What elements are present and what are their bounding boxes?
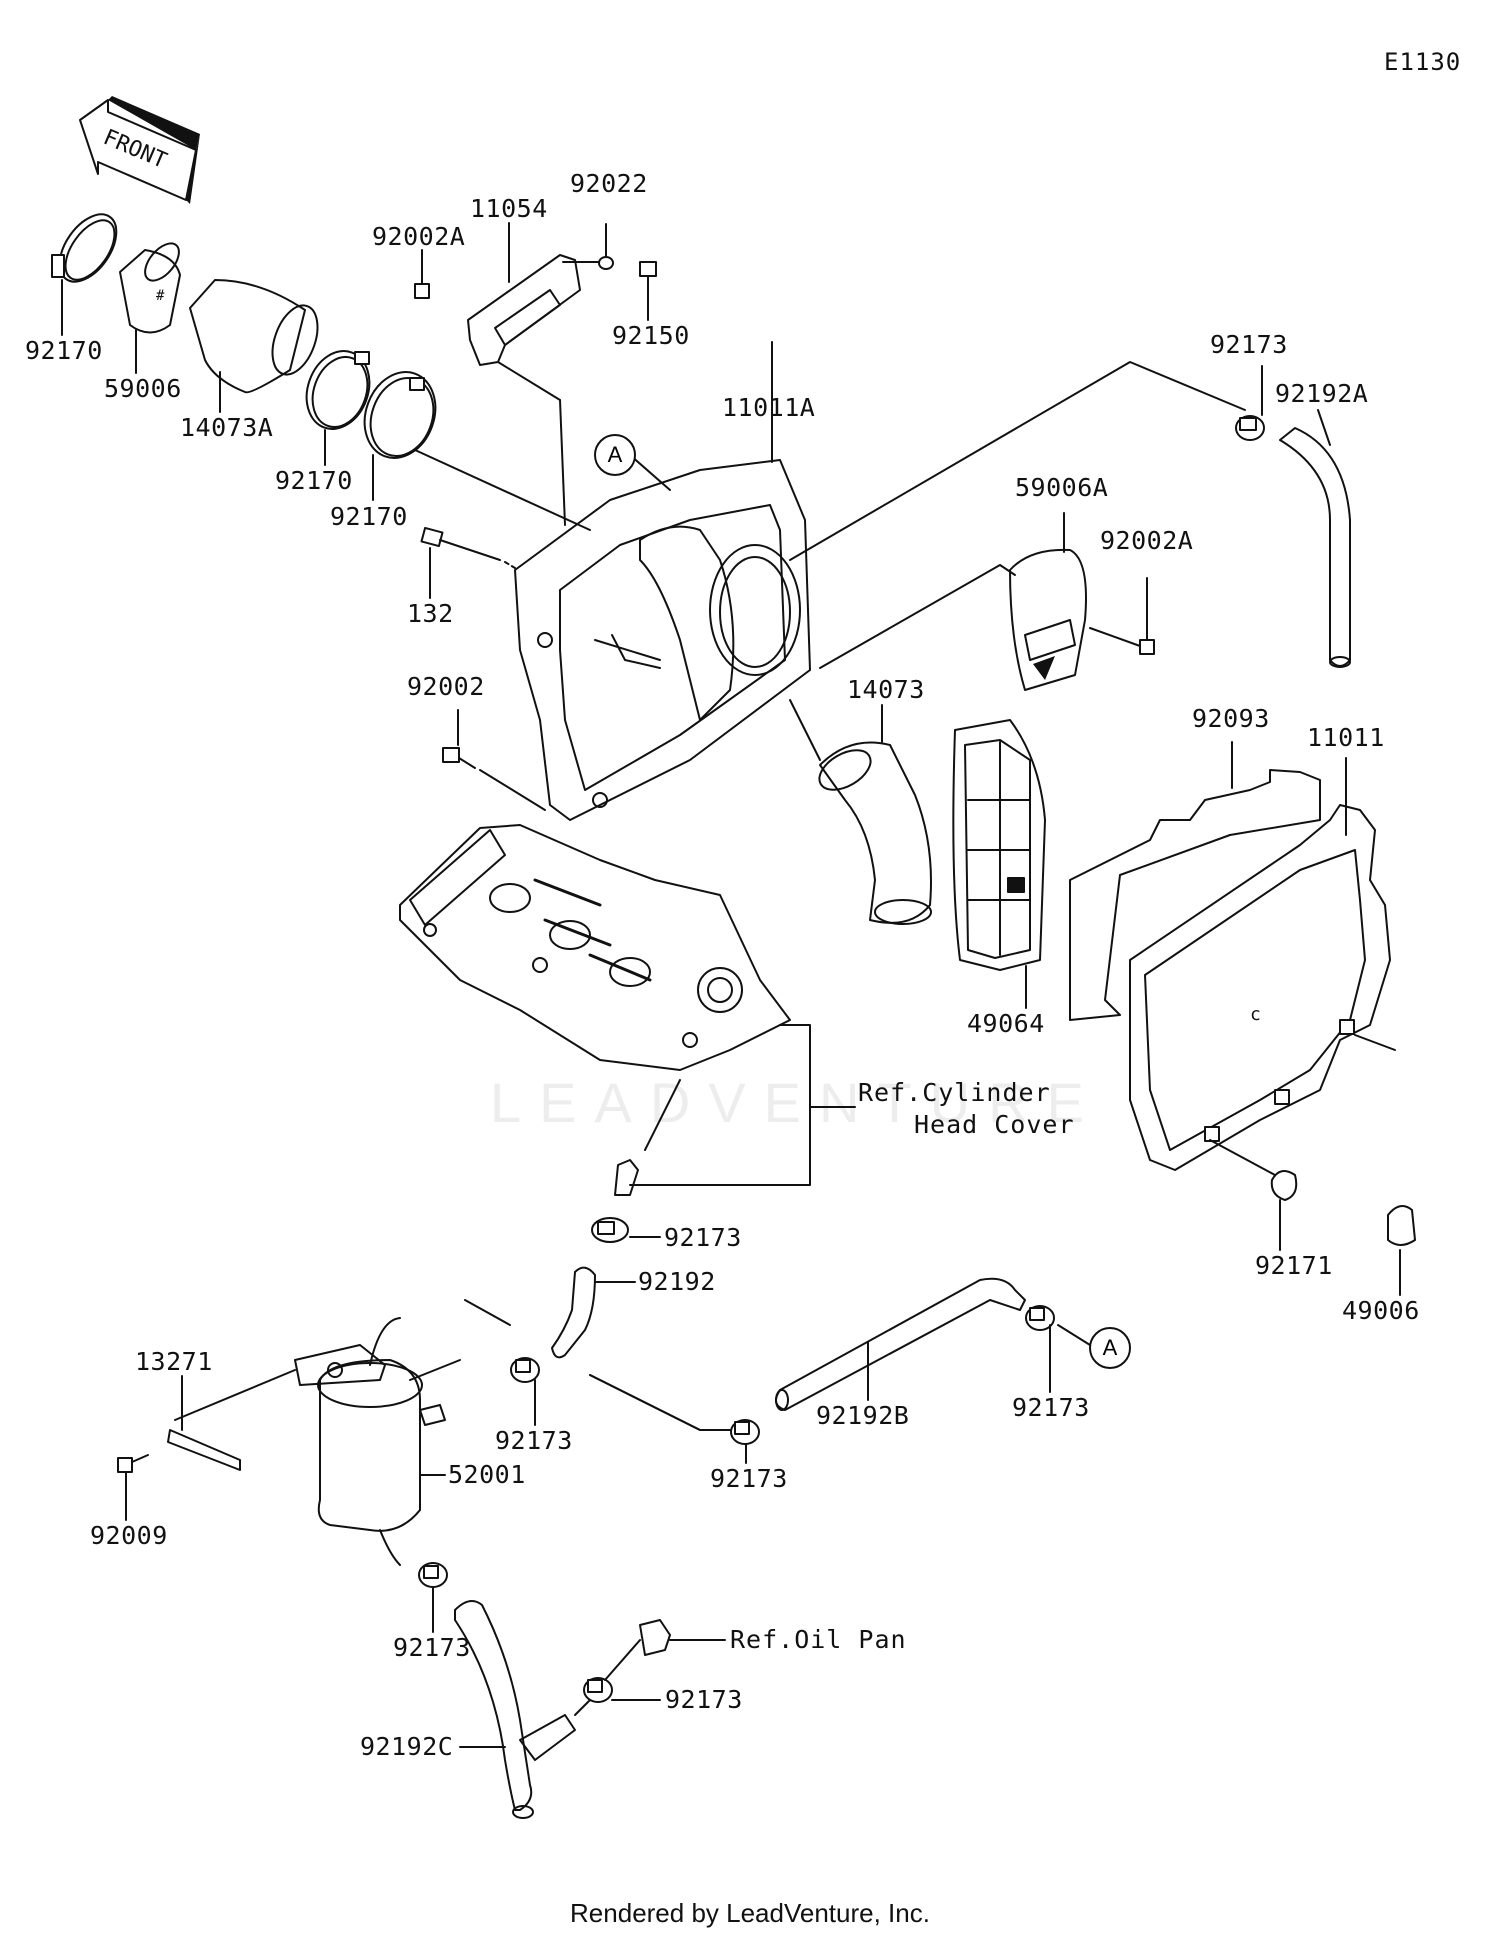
watermark: LEADVENTURE bbox=[490, 1071, 1102, 1134]
bolt-92009 bbox=[118, 1455, 148, 1472]
filter-59006: # bbox=[120, 237, 185, 332]
label-49064: 49064 bbox=[967, 1009, 1045, 1038]
bracket-11054 bbox=[468, 255, 580, 365]
label-14073a: 14073A bbox=[180, 413, 274, 442]
label-14073: 14073 bbox=[847, 675, 925, 704]
clamp-92173-top bbox=[1236, 416, 1264, 440]
clamp-92170-a bbox=[48, 204, 128, 291]
label-92192b: 92192B bbox=[816, 1401, 910, 1430]
label-92009: 92009 bbox=[90, 1521, 168, 1550]
air-cleaner-housing-11011a bbox=[515, 460, 810, 820]
clamp-92173-mid bbox=[592, 1218, 628, 1242]
stay-13271 bbox=[168, 1430, 240, 1470]
callout-a-top: A bbox=[594, 434, 636, 476]
label-11054: 11054 bbox=[470, 194, 548, 223]
label-92173-tank: 92173 bbox=[495, 1426, 573, 1455]
label-92002: 92002 bbox=[407, 672, 485, 701]
label-92173-right: 92173 bbox=[1012, 1393, 1090, 1422]
clamp-92173-tank bbox=[511, 1358, 539, 1382]
cylinder-head-cover-ref bbox=[400, 825, 790, 1070]
label-92170-c: 92170 bbox=[330, 502, 408, 531]
bolt-92002a-top bbox=[415, 250, 429, 298]
duct-14073 bbox=[813, 742, 931, 924]
label-59006a: 59006A bbox=[1015, 473, 1109, 502]
label-92173-pan: 92173 bbox=[665, 1685, 743, 1714]
air-cleaner-cover-11011: c bbox=[1130, 805, 1390, 1170]
label-92002a-top: 92002A bbox=[372, 222, 466, 251]
label-11011: 11011 bbox=[1307, 723, 1385, 752]
bolt-92002a-mid bbox=[1140, 578, 1154, 654]
ref-cylinder-head-cover-line1: Ref.Cylinder bbox=[858, 1078, 1051, 1107]
fitting-near-head-cover bbox=[615, 1160, 638, 1195]
label-92192: 92192 bbox=[638, 1267, 716, 1296]
ref-cylinder-head-cover-line2: Head Cover bbox=[914, 1110, 1075, 1139]
front-arrow-icon: FRONT bbox=[80, 96, 200, 204]
bolt-132 bbox=[421, 528, 515, 568]
label-92173-top: 92173 bbox=[1210, 330, 1288, 359]
label-92022: 92022 bbox=[570, 169, 648, 198]
label-92173-mid: 92173 bbox=[664, 1223, 742, 1252]
label-92192c: 92192C bbox=[360, 1732, 454, 1761]
ref-oil-pan: Ref.Oil Pan bbox=[730, 1625, 907, 1654]
separator-tank-52001 bbox=[295, 1318, 445, 1565]
footer-credit: Rendered by LeadVenture, Inc. bbox=[570, 1898, 930, 1928]
clamp-92173-pan bbox=[584, 1678, 612, 1702]
clip-92171 bbox=[1272, 1171, 1296, 1200]
label-92170-b: 92170 bbox=[275, 466, 353, 495]
label-52001: 52001 bbox=[448, 1460, 526, 1489]
label-92192a: 92192A bbox=[1275, 379, 1369, 408]
clamp-92170-c bbox=[353, 362, 447, 468]
clamp-92173-low bbox=[419, 1563, 447, 1587]
svg-text:c: c bbox=[1250, 1004, 1261, 1025]
label-92171: 92171 bbox=[1255, 1251, 1333, 1280]
bolt-92002 bbox=[443, 748, 475, 768]
washer-92022 bbox=[599, 257, 613, 269]
callout-a-bottom: A bbox=[1089, 1327, 1131, 1369]
gasket-92093 bbox=[1070, 770, 1320, 1020]
clamp-92173-hose bbox=[731, 1420, 759, 1444]
label-92093: 92093 bbox=[1192, 704, 1270, 733]
clamp-92170-b bbox=[296, 342, 380, 438]
label-92173-hose: 92173 bbox=[710, 1464, 788, 1493]
label-92002a-mid: 92002A bbox=[1100, 526, 1194, 555]
hose-92192b bbox=[776, 1279, 1025, 1410]
oil-pan-fitting bbox=[640, 1620, 670, 1655]
label-11011a: 11011A bbox=[722, 393, 816, 422]
diagram-code: E1130 bbox=[1384, 48, 1462, 76]
bolt-92150 bbox=[640, 262, 656, 320]
boot-14073a bbox=[190, 280, 326, 392]
label-92173-low: 92173 bbox=[393, 1633, 471, 1662]
cover-59006a bbox=[1010, 550, 1086, 690]
filter-element-49064 bbox=[953, 720, 1045, 970]
label-49006: 49006 bbox=[1342, 1296, 1420, 1325]
hose-92192a bbox=[1280, 428, 1350, 667]
svg-text:#: # bbox=[156, 288, 165, 304]
label-92150: 92150 bbox=[612, 321, 690, 350]
clamp-92173-right bbox=[1026, 1306, 1054, 1330]
cap-49006 bbox=[1388, 1206, 1415, 1245]
label-92170-a: 92170 bbox=[25, 336, 103, 365]
label-132: 132 bbox=[407, 599, 454, 628]
hose-92192 bbox=[552, 1268, 595, 1358]
hose-92192c bbox=[455, 1601, 575, 1818]
label-13271: 13271 bbox=[135, 1347, 213, 1376]
label-59006: 59006 bbox=[104, 374, 182, 403]
